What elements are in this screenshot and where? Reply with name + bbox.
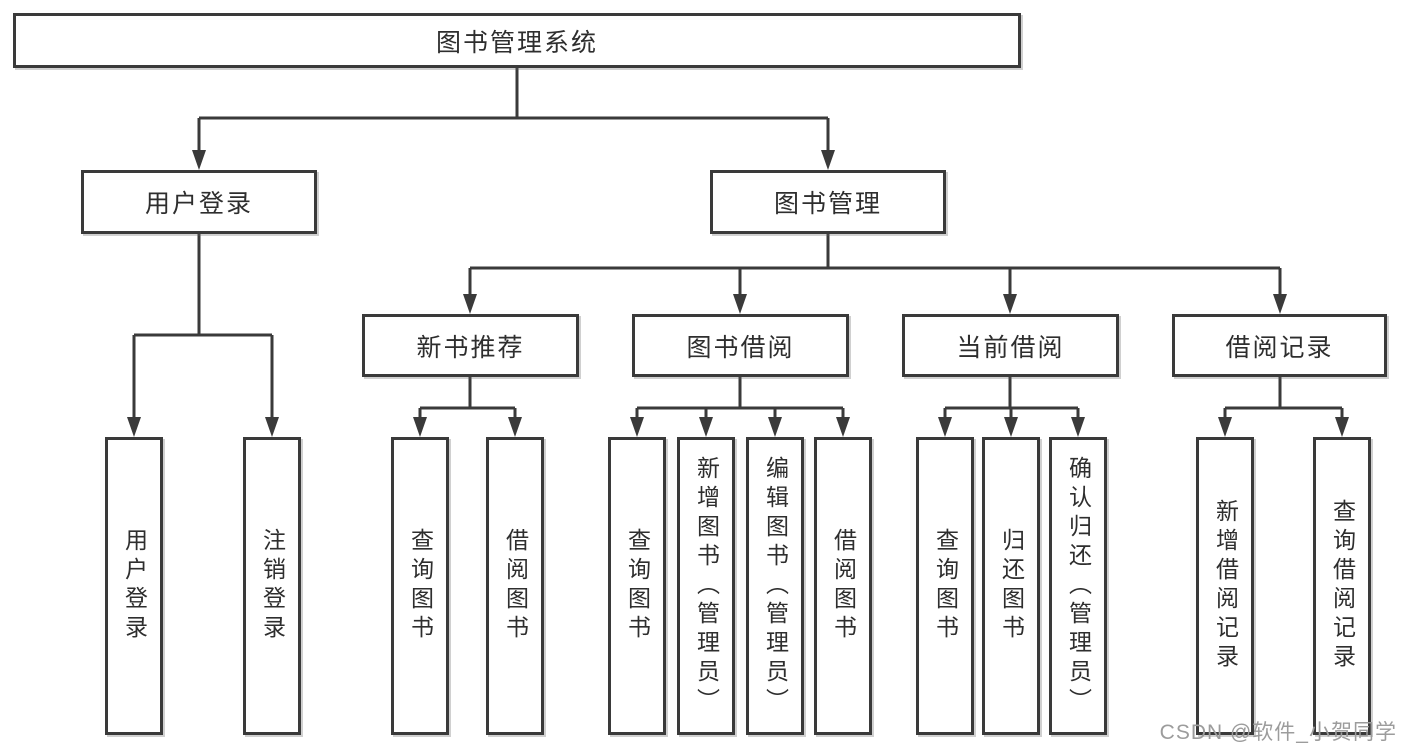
node-new-book-recommend: 新书推荐 <box>362 314 579 377</box>
leaf-record-add-borrow-record: 新增借阅记录 <box>1196 437 1254 735</box>
leaf-borrow-borrow-books-label: 借阅图书 <box>830 528 857 644</box>
leaf-logout: 注销登录 <box>243 437 301 735</box>
node-borrow-record-label: 借阅记录 <box>1225 333 1334 362</box>
leaf-recommend-query-books-label: 查询图书 <box>407 528 434 644</box>
leaf-current-confirm-return-admin: 确认归还（管理员） <box>1049 437 1107 735</box>
leaf-logout-label: 注销登录 <box>259 528 286 644</box>
leaf-record-query-borrow-record-label: 查询借阅记录 <box>1329 499 1356 673</box>
leaf-recommend-query-books: 查询图书 <box>391 437 449 735</box>
leaf-user-login: 用户登录 <box>105 437 163 735</box>
leaf-borrow-edit-books-admin: 编辑图书（管理员） <box>746 437 804 735</box>
node-book-borrow-label: 图书借阅 <box>686 333 795 362</box>
connector-current-borrow-children <box>938 377 1085 437</box>
node-user-login: 用户登录 <box>81 170 317 234</box>
leaf-current-query-books-label: 查询图书 <box>932 528 959 644</box>
leaf-recommend-borrow-books: 借阅图书 <box>486 437 544 735</box>
node-current-borrow: 当前借阅 <box>902 314 1119 377</box>
connector-borrow-record-children <box>1218 377 1349 437</box>
leaf-borrow-query-books-label: 查询图书 <box>624 528 651 644</box>
leaf-borrow-query-books: 查询图书 <box>608 437 666 735</box>
leaf-borrow-add-books-admin-label: 新增图书（管理员） <box>693 455 720 717</box>
leaf-borrow-edit-books-admin-label: 编辑图书（管理员） <box>762 455 789 717</box>
node-root-system-label: 图书管理系统 <box>435 28 598 57</box>
leaf-record-query-borrow-record: 查询借阅记录 <box>1313 437 1371 735</box>
connector-book-borrow-children <box>630 377 850 437</box>
leaf-current-return-books-label: 归还图书 <box>998 528 1025 644</box>
connector-user-login-children <box>127 233 279 437</box>
node-new-book-recommend-label: 新书推荐 <box>416 333 525 362</box>
node-current-borrow-label: 当前借阅 <box>956 333 1065 362</box>
connector-root-to-level2 <box>192 68 835 170</box>
node-book-management: 图书管理 <box>710 170 946 234</box>
leaf-current-query-books: 查询图书 <box>916 437 974 735</box>
leaf-current-confirm-return-admin-label: 确认归还（管理员） <box>1065 455 1092 717</box>
leaf-current-return-books: 归还图书 <box>982 437 1040 735</box>
leaf-user-login-label: 用户登录 <box>121 528 148 644</box>
connector-new-book-children <box>413 377 522 437</box>
node-borrow-record: 借阅记录 <box>1172 314 1387 377</box>
leaf-borrow-borrow-books: 借阅图书 <box>814 437 872 735</box>
leaf-borrow-add-books-admin: 新增图书（管理员） <box>677 437 735 735</box>
leaf-recommend-borrow-books-label: 借阅图书 <box>502 528 529 644</box>
csdn-watermark: CSDN @软件_小贺同学 <box>1159 721 1397 744</box>
node-user-login-label: 用户登录 <box>144 190 253 218</box>
node-root-system: 图书管理系统 <box>13 13 1021 68</box>
node-book-management-label: 图书管理 <box>773 190 882 218</box>
leaf-record-add-borrow-record-label: 新增借阅记录 <box>1212 499 1239 673</box>
connector-book-management-children <box>463 233 1287 314</box>
node-book-borrow: 图书借阅 <box>632 314 849 377</box>
